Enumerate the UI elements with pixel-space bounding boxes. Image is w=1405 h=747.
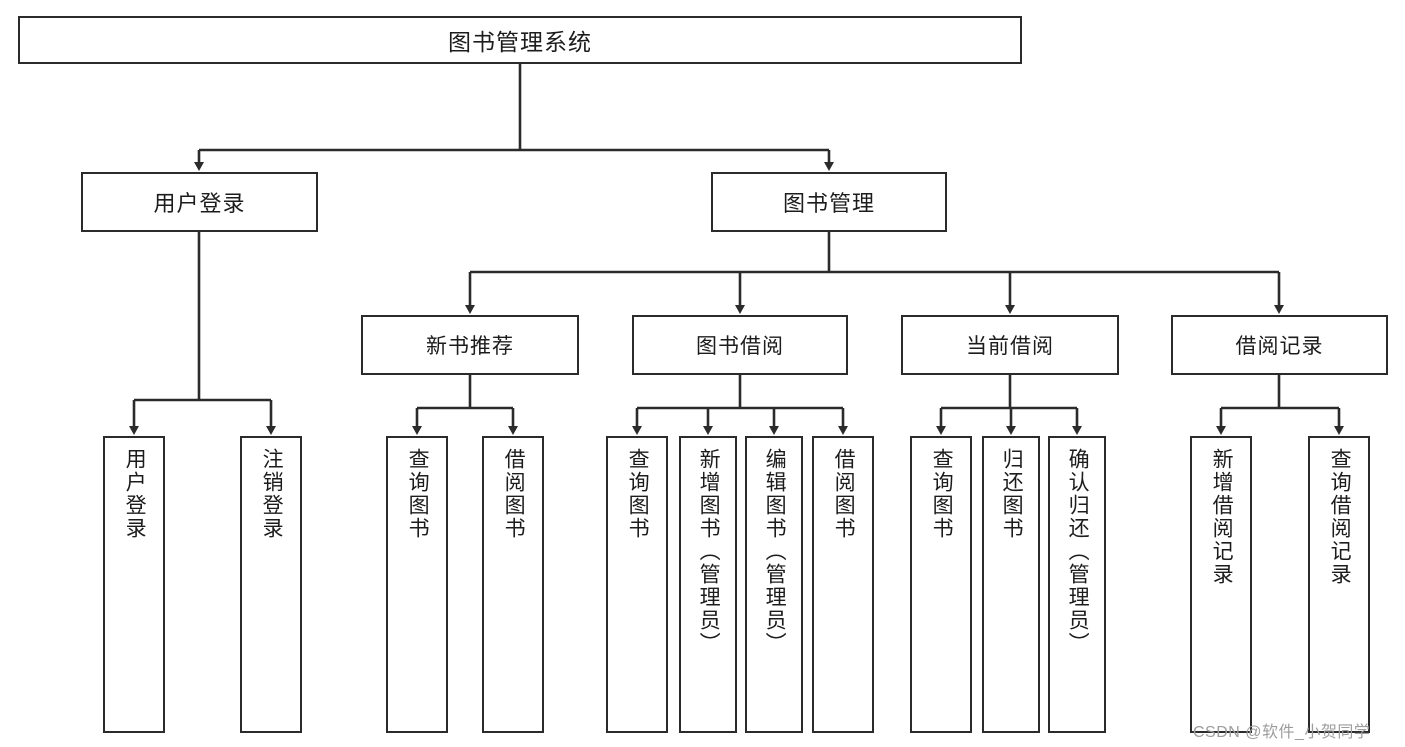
node-new-book-recommend-label: 新书推荐 [426, 335, 514, 358]
leaf-user-login[interactable]: 用户登录 [103, 436, 165, 733]
leaf-edit-book-admin-label: 编辑图书（管理员） [763, 448, 787, 655]
leaf-query-book-recommend-label: 查询图书 [406, 448, 430, 540]
node-user-login-label: 用户登录 [153, 191, 246, 216]
leaf-return-book-label: 归还图书 [1000, 448, 1024, 540]
leaf-query-book-current-label: 查询图书 [930, 448, 954, 540]
node-borrow-record[interactable]: 借阅记录 [1171, 315, 1388, 375]
leaf-query-book-borrow[interactable]: 查询图书 [606, 436, 668, 733]
node-book-manage-label: 图书管理 [782, 191, 875, 216]
leaf-add-borrow-record-label: 新增借阅记录 [1210, 448, 1234, 586]
leaf-confirm-return-admin-label: 确认归还（管理员） [1066, 448, 1090, 655]
leaf-return-book[interactable]: 归还图书 [982, 436, 1040, 733]
watermark-text: CSDN @软件_小贺同学 [1193, 724, 1371, 741]
leaf-query-book-borrow-label: 查询图书 [626, 448, 650, 540]
leaf-borrow-book-label: 借阅图书 [832, 448, 856, 540]
leaf-borrow-book-recommend-label: 借阅图书 [502, 448, 526, 540]
leaf-add-book-admin[interactable]: 新增图书（管理员） [679, 436, 737, 733]
leaf-add-borrow-record[interactable]: 新增借阅记录 [1190, 436, 1252, 733]
node-book-borrow[interactable]: 图书借阅 [632, 315, 848, 375]
leaf-user-logout[interactable]: 注销登录 [240, 436, 302, 733]
leaf-query-borrow-record[interactable]: 查询借阅记录 [1308, 436, 1370, 733]
node-user-login[interactable]: 用户登录 [81, 172, 318, 232]
leaf-edit-book-admin[interactable]: 编辑图书（管理员） [745, 436, 803, 733]
leaf-query-borrow-record-label: 查询借阅记录 [1328, 448, 1352, 586]
node-root-label: 图书管理系统 [448, 29, 592, 55]
leaf-user-logout-label: 注销登录 [260, 448, 284, 540]
node-book-manage[interactable]: 图书管理 [711, 172, 947, 232]
leaf-user-login-label: 用户登录 [123, 448, 147, 540]
node-borrow-record-label: 借阅记录 [1235, 335, 1324, 358]
leaf-borrow-book-recommend[interactable]: 借阅图书 [482, 436, 544, 733]
node-root[interactable]: 图书管理系统 [18, 16, 1022, 64]
leaf-confirm-return-admin[interactable]: 确认归还（管理员） [1048, 436, 1106, 733]
node-current-borrow[interactable]: 当前借阅 [901, 315, 1119, 375]
leaf-query-book-recommend[interactable]: 查询图书 [386, 436, 448, 733]
node-book-borrow-label: 图书借阅 [696, 335, 784, 358]
leaf-query-book-current[interactable]: 查询图书 [910, 436, 972, 733]
node-current-borrow-label: 当前借阅 [966, 335, 1054, 358]
leaf-borrow-book[interactable]: 借阅图书 [812, 436, 874, 733]
node-new-book-recommend[interactable]: 新书推荐 [361, 315, 579, 375]
leaf-add-book-admin-label: 新增图书（管理员） [697, 448, 721, 655]
